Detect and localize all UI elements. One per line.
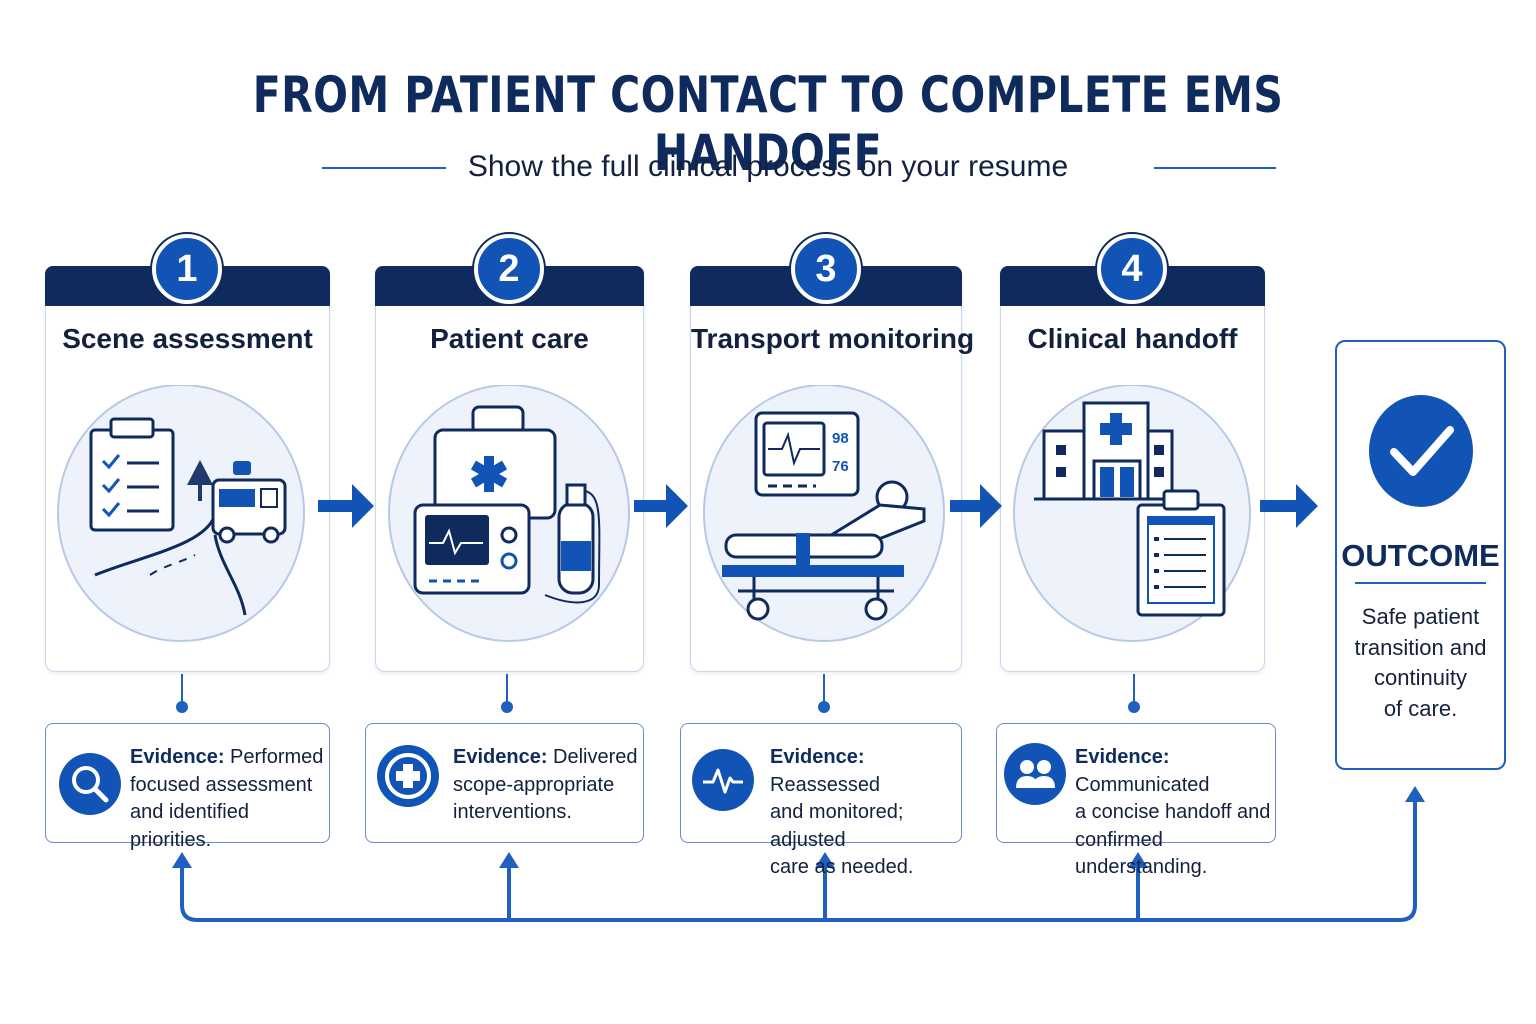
evidence-line: Reassessed: [770, 773, 881, 796]
evidence-line: focused assessment: [130, 773, 313, 796]
evidence-text: Evidence: Performed focused assessment a…: [130, 744, 329, 854]
evidence-text: Evidence: Communicated a concise handoff…: [1075, 744, 1275, 882]
patient-care-illustration-icon: [388, 385, 630, 642]
evidence-label: Evidence:: [453, 746, 548, 768]
evidence-text: Evidence: Reassessed and monitored; adju…: [770, 744, 961, 882]
medical-cross-icon: [377, 745, 439, 807]
outcome-divider: [1355, 582, 1486, 584]
step-title: Clinical handoff: [1027, 323, 1238, 354]
evidence-line: confirmed understanding.: [1075, 828, 1208, 879]
heartbeat-icon: [692, 749, 754, 811]
outcome-line: Safe patient: [1361, 604, 1480, 629]
search-icon: [59, 753, 121, 815]
evidence-label: Evidence:: [1075, 746, 1170, 768]
outcome-title: OUTCOME: [1341, 538, 1500, 573]
evidence-line: a concise handoff and: [1075, 801, 1271, 823]
evidence-line: Communicated: [1075, 773, 1210, 796]
step-number-badge: 2: [474, 234, 544, 304]
step-title: Patient care: [430, 323, 589, 354]
step-title: Scene assessment: [62, 323, 313, 354]
evidence-line: Performed: [230, 746, 324, 768]
subtitle-rule-right: [1154, 167, 1276, 169]
evidence-box-transport-monitoring: Evidence: Reassessed and monitored; adju…: [680, 723, 962, 878]
scene-assessment-illustration-icon: [57, 385, 305, 642]
team-icon: [1004, 743, 1066, 805]
page-subtitle: Show the full clinical process on your r…: [467, 150, 1069, 183]
step-number-badge: 4: [1097, 234, 1167, 304]
outcome-text: Safe patient transition and continuity o…: [1337, 602, 1504, 724]
step-number-badge: 3: [791, 234, 861, 304]
subtitle-rule-left: [322, 167, 446, 169]
step-number-badge: 1: [152, 234, 222, 304]
monitor-value-hr: 76: [832, 458, 849, 475]
step-title: Transport monitoring: [691, 323, 975, 354]
evidence-text: Evidence: Delivered scope-appropriate in…: [453, 744, 638, 827]
outcome-card: OUTCOME Safe patient transition and cont…: [1335, 340, 1506, 770]
outcome-line: of care.: [1383, 695, 1458, 721]
evidence-line: Delivered: [553, 746, 638, 768]
clinical-handoff-illustration-icon: [1013, 385, 1251, 642]
evidence-line: scope-appropriate: [453, 773, 615, 796]
evidence-box-patient-care: Evidence: Delivered scope-appropriate in…: [365, 723, 644, 843]
evidence-box-clinical-handoff: Evidence: Communicated a concise handoff…: [996, 723, 1276, 878]
arrow-right-icon: [1260, 484, 1318, 528]
page-title: FROM PATIENT CONTACT TO COMPLETE EMS HAN…: [252, 66, 1284, 182]
transport-monitoring-illustration-icon: 98 76: [703, 385, 945, 642]
evidence-label: Evidence:: [130, 746, 225, 768]
evidence-box-scene-assessment: Evidence: Performed focused assessment a…: [45, 723, 330, 851]
evidence-label: Evidence:: [770, 746, 865, 768]
outcome-line: transition and: [1354, 634, 1487, 660]
evidence-line: care as needed.: [770, 856, 914, 878]
checkmark-icon: [1369, 395, 1473, 507]
outcome-line: continuity: [1374, 665, 1467, 690]
evidence-line: and monitored; adjusted: [770, 801, 904, 851]
monitor-value-spo2: 98: [832, 430, 849, 447]
evidence-line: and identified priorities.: [130, 801, 249, 851]
evidence-line: interventions.: [453, 801, 572, 823]
